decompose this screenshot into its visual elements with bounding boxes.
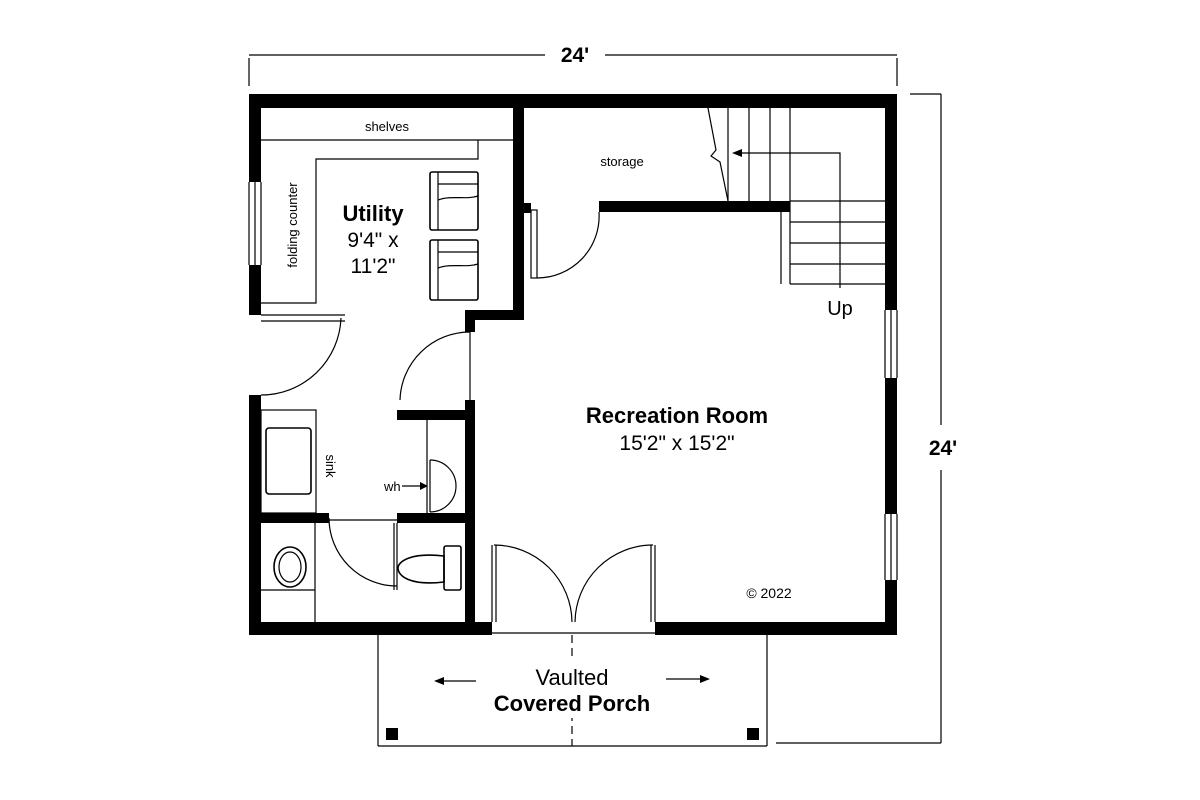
recreation-room-size: 15'2" x 15'2" — [619, 432, 734, 455]
shelves: shelves — [261, 119, 513, 141]
bath-sink-icon — [261, 523, 316, 622]
water-heater-icon: wh — [383, 420, 457, 513]
storage-label: storage — [600, 154, 643, 169]
window-left-utility — [248, 182, 262, 265]
width-dimension-label: 24' — [561, 44, 589, 67]
door-storage — [530, 209, 600, 279]
toilet-icon — [397, 545, 462, 591]
depth-dimension-label: 24' — [929, 437, 957, 460]
exterior-walls — [249, 94, 897, 635]
porch-label-name: Covered Porch — [494, 691, 651, 716]
utility-room-name: Utility — [342, 201, 404, 226]
copyright-label: © 2022 — [746, 585, 792, 601]
utility-sink-icon: sink — [260, 409, 338, 514]
folding-counter: folding counter — [261, 140, 479, 304]
interior-walls — [249, 108, 790, 622]
door-porch-double — [491, 544, 656, 634]
window-right-upper — [884, 310, 898, 378]
windows — [248, 182, 898, 580]
covered-porch: Vaulted Covered Porch — [377, 635, 768, 747]
stairs-up-label: Up — [827, 298, 853, 320]
utility-room-size-line1: 9'4" x — [347, 229, 399, 252]
folding-counter-label: folding counter — [285, 182, 300, 268]
door-exterior-utility — [260, 314, 345, 396]
dimension-depth: 24' — [776, 93, 957, 744]
washer-icon — [429, 171, 479, 231]
porch-label-vaulted: Vaulted — [536, 665, 609, 690]
dimension-width: 24' — [248, 44, 898, 86]
door-utility-rec — [399, 331, 471, 401]
recreation-room-name: Recreation Room — [586, 403, 768, 428]
dryer-icon — [429, 239, 479, 301]
stairs: Up — [707, 107, 885, 320]
utility-room-size-line2: 11'2" — [351, 255, 396, 278]
sink-label: sink — [323, 454, 338, 478]
window-right-lower — [884, 514, 898, 580]
water-heater-label: wh — [383, 479, 401, 494]
shelves-label: shelves — [365, 119, 410, 134]
door-bath — [328, 517, 398, 590]
